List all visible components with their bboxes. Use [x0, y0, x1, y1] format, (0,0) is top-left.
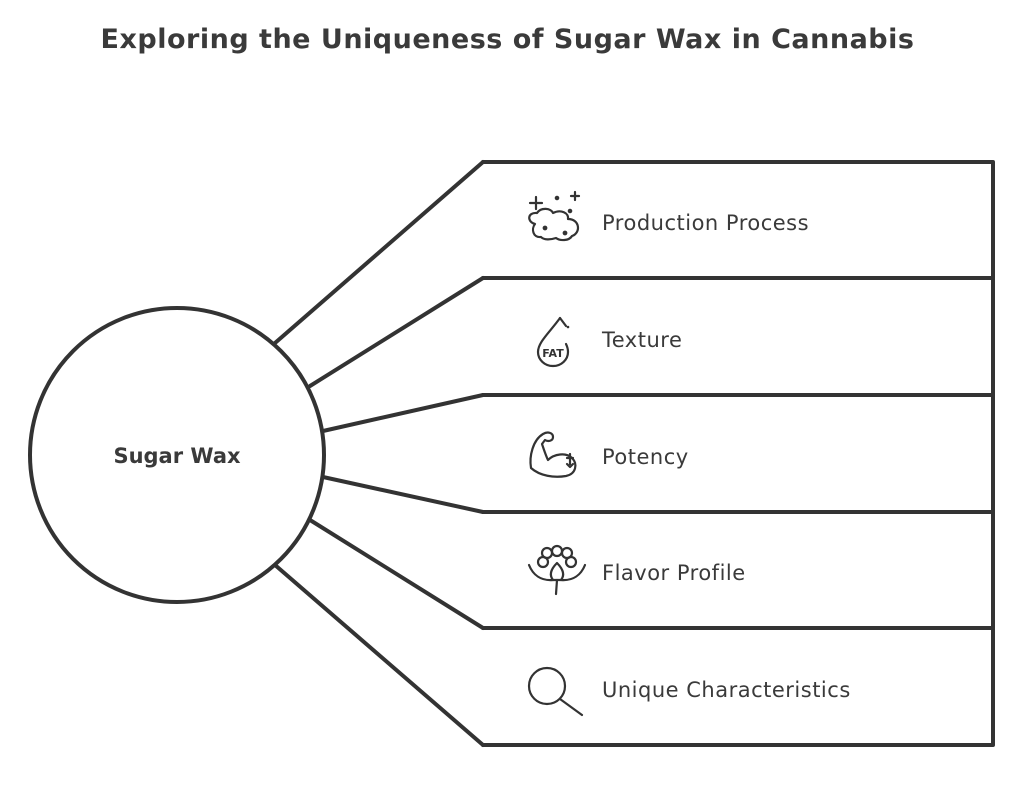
connector-line: [273, 160, 485, 345]
magnifier-icon: [527, 666, 584, 717]
center-circle: [28, 306, 326, 604]
branch-texture: FAT Texture: [536, 316, 682, 368]
branch-label: Production Process: [602, 211, 809, 235]
connectors: [273, 160, 485, 747]
branch-label: Unique Characteristics: [602, 678, 851, 702]
center-label: Sugar Wax: [113, 444, 241, 468]
flexed-arm-icon: [529, 431, 577, 478]
branch-label: Potency: [602, 445, 689, 469]
fat-drop-icon: FAT: [536, 316, 570, 368]
connector-line: [308, 276, 485, 388]
branch-box: [481, 160, 995, 747]
branch-flavor-profile: Flavor Profile: [527, 544, 746, 596]
connector-line: [308, 518, 485, 630]
branch-label: Texture: [601, 328, 682, 352]
diagram-title: Exploring the Uniqueness of Sugar Wax in…: [100, 24, 915, 55]
flower-icon: [527, 544, 587, 596]
connector-line: [321, 393, 485, 433]
branch-label: Flavor Profile: [602, 561, 746, 585]
branch-production-process: Production Process: [528, 190, 809, 242]
connector-line: [273, 563, 485, 747]
box-outline: [481, 160, 995, 747]
branch-unique-characteristics: Unique Characteristics: [527, 666, 851, 717]
sparkle-cloud-icon: [528, 190, 581, 242]
branch-potency: Potency: [529, 431, 689, 478]
svg-text:FAT: FAT: [542, 347, 564, 360]
center-node: Sugar Wax: [28, 306, 326, 604]
connector-line: [321, 475, 485, 514]
